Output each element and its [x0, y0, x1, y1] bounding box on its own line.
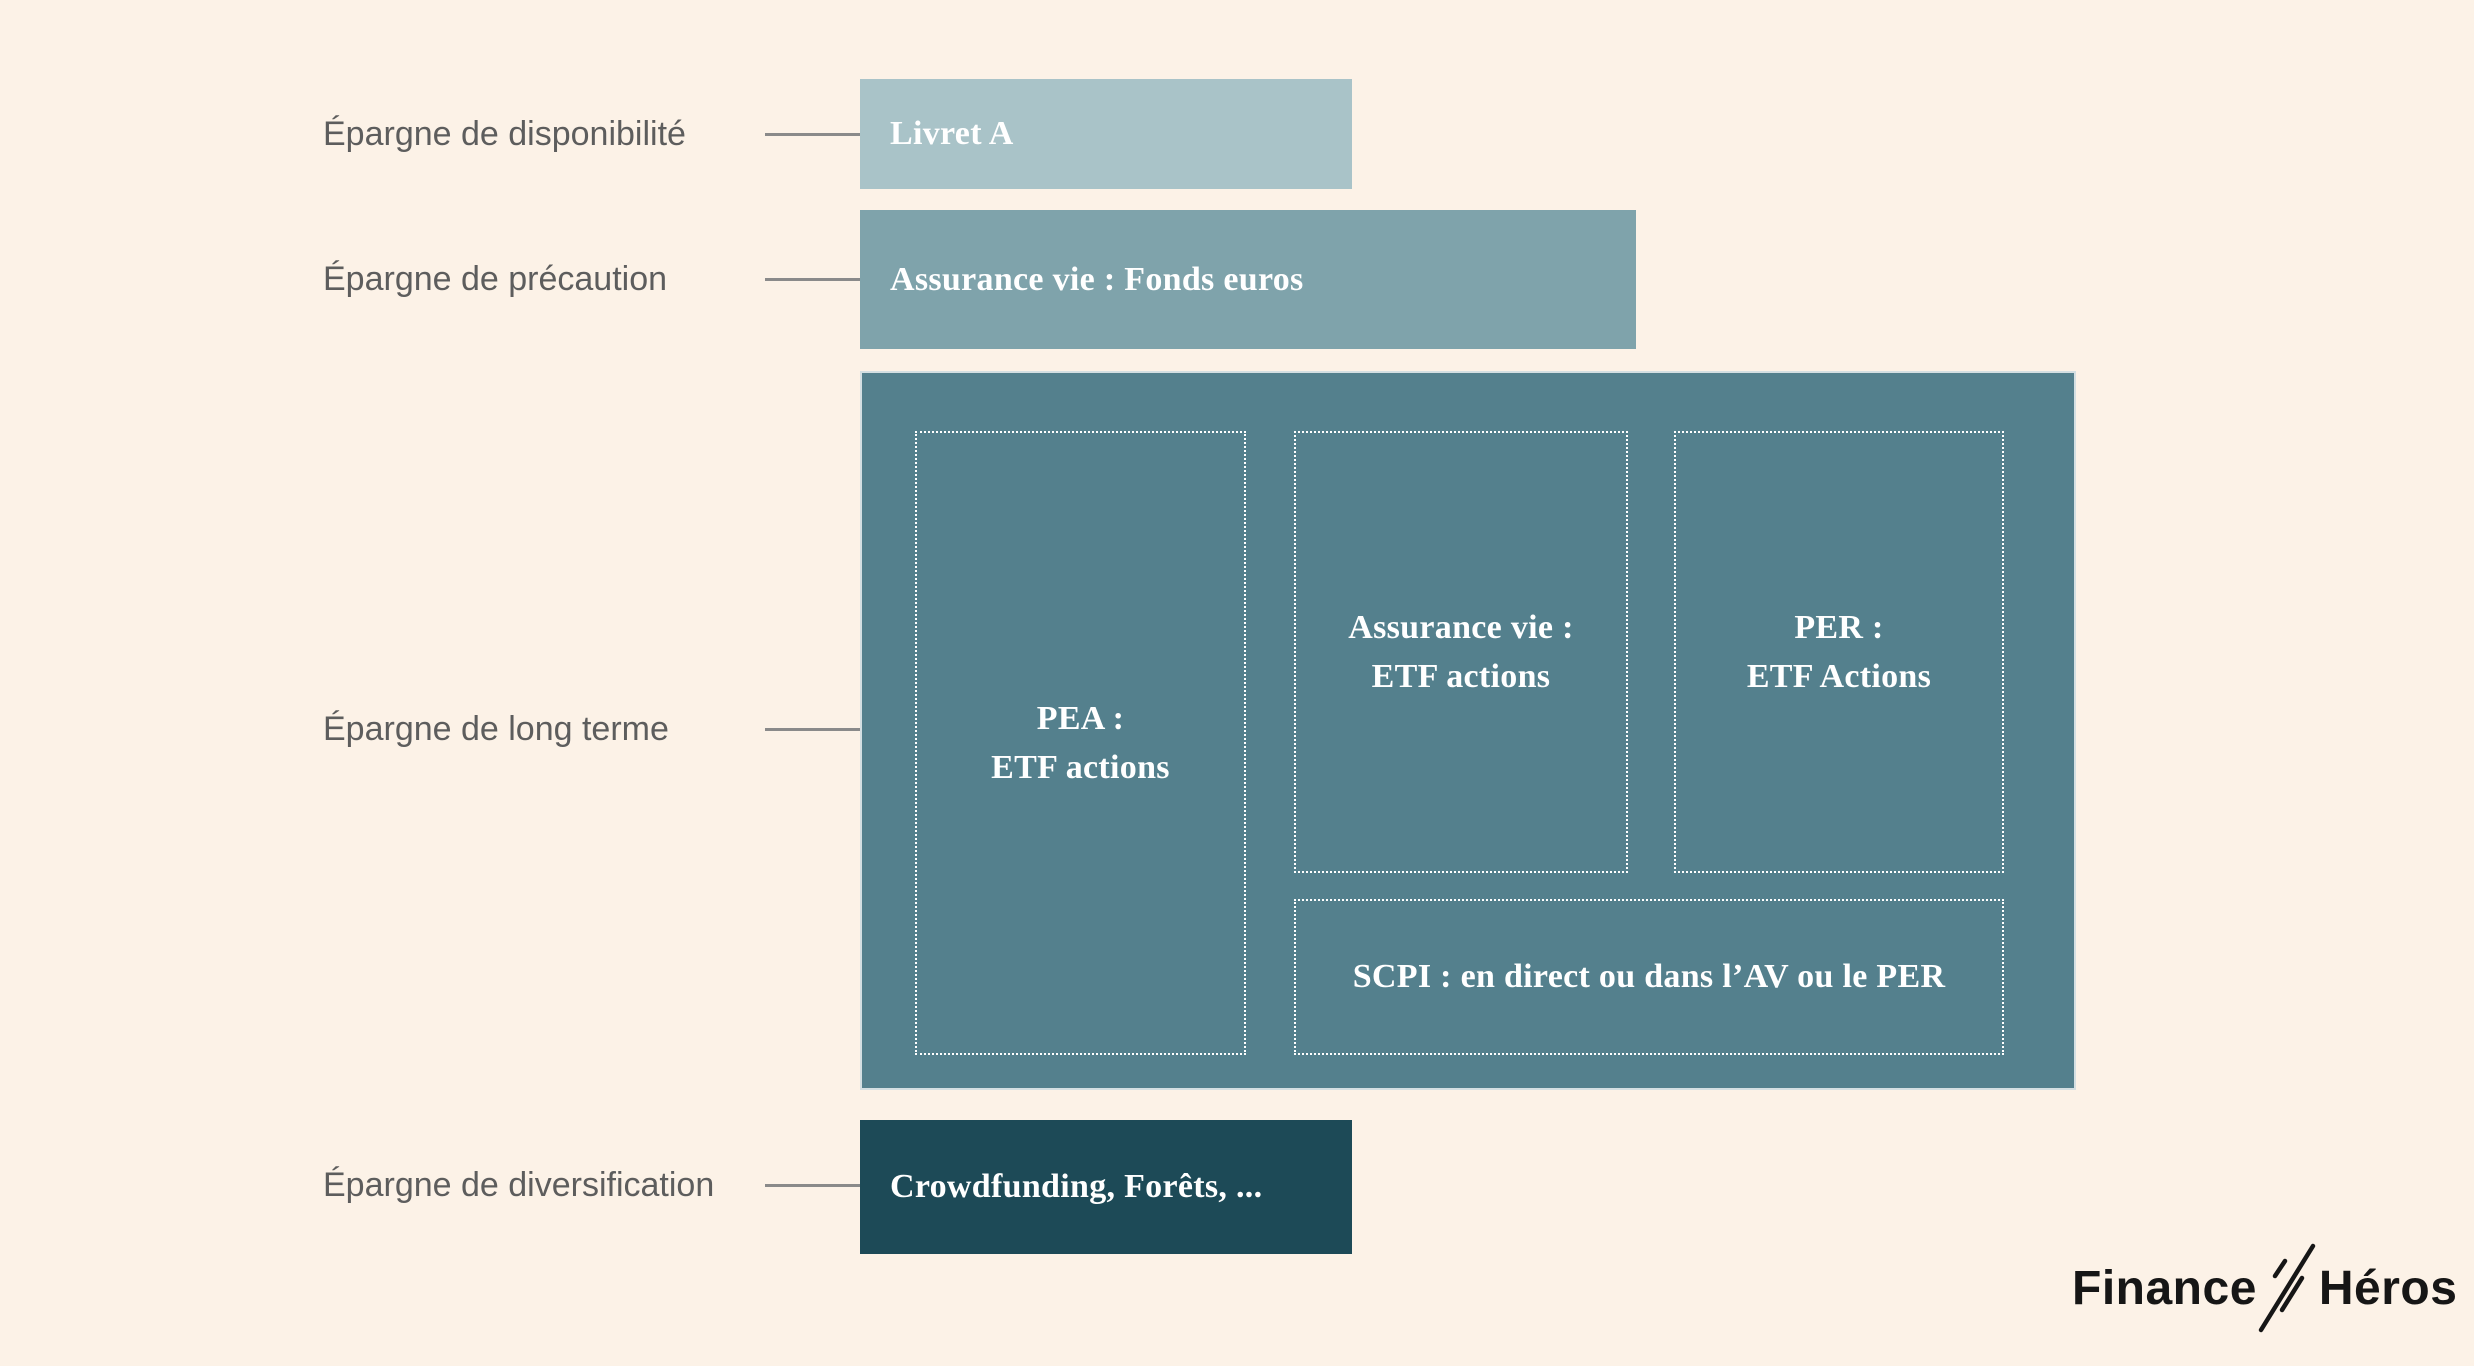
- connector-line-disponibilite: [765, 133, 860, 136]
- subbox-pea-etf-actions: PEA : ETF actions: [915, 431, 1246, 1055]
- logo-text-finance: Finance: [2072, 1261, 2257, 1315]
- box-crowdfunding-forets: Crowdfunding, Forêts, ...: [860, 1120, 1352, 1254]
- box-assurance-vie-fonds-euros-label: Assurance vie : Fonds euros: [890, 260, 1304, 298]
- box-epargne-long-terme: PEA : ETF actions Assurance vie : ETF ac…: [860, 371, 2076, 1090]
- subbox-av-line1: Assurance vie :: [1348, 608, 1574, 646]
- subbox-per-etf-actions: PER : ETF Actions: [1674, 431, 2004, 873]
- logo-slashes-icon: [2258, 1243, 2316, 1333]
- label-epargne-diversification: Épargne de diversification: [323, 1166, 715, 1204]
- subbox-pea-line2: ETF actions: [991, 749, 1170, 786]
- finance-heros-logo: Finance Héros: [2072, 1240, 2457, 1336]
- box-crowdfunding-forets-label: Crowdfunding, Forêts, ...: [890, 1168, 1263, 1205]
- subbox-per-line1: PER :: [1794, 608, 1884, 646]
- subbox-scpi: SCPI : en direct ou dans l’AV ou le PER: [1294, 899, 2004, 1055]
- subbox-scpi-label: SCPI : en direct ou dans l’AV ou le PER: [1352, 958, 1946, 996]
- subbox-assurance-vie-etf-actions: Assurance vie : ETF actions: [1294, 431, 1628, 873]
- label-epargne-long-terme: Épargne de long terme: [323, 710, 669, 748]
- label-epargne-precaution: Épargne de précaution: [323, 260, 668, 298]
- box-livret-a: Livret A: [860, 79, 1352, 189]
- connector-line-precaution: [765, 278, 860, 281]
- subbox-av-line2: ETF actions: [1371, 658, 1551, 695]
- label-epargne-disponibilite: Épargne de disponibilité: [323, 115, 686, 153]
- subbox-per-line2: ETF Actions: [1746, 658, 1932, 695]
- connector-line-diversification: [765, 1184, 860, 1187]
- box-livret-a-label: Livret A: [890, 115, 1014, 152]
- logo-text-heros: Héros: [2318, 1261, 2458, 1315]
- box-assurance-vie-fonds-euros: Assurance vie : Fonds euros: [860, 210, 1636, 349]
- subbox-pea-line1: PEA :: [1036, 699, 1125, 737]
- connector-line-long-terme: [765, 728, 860, 731]
